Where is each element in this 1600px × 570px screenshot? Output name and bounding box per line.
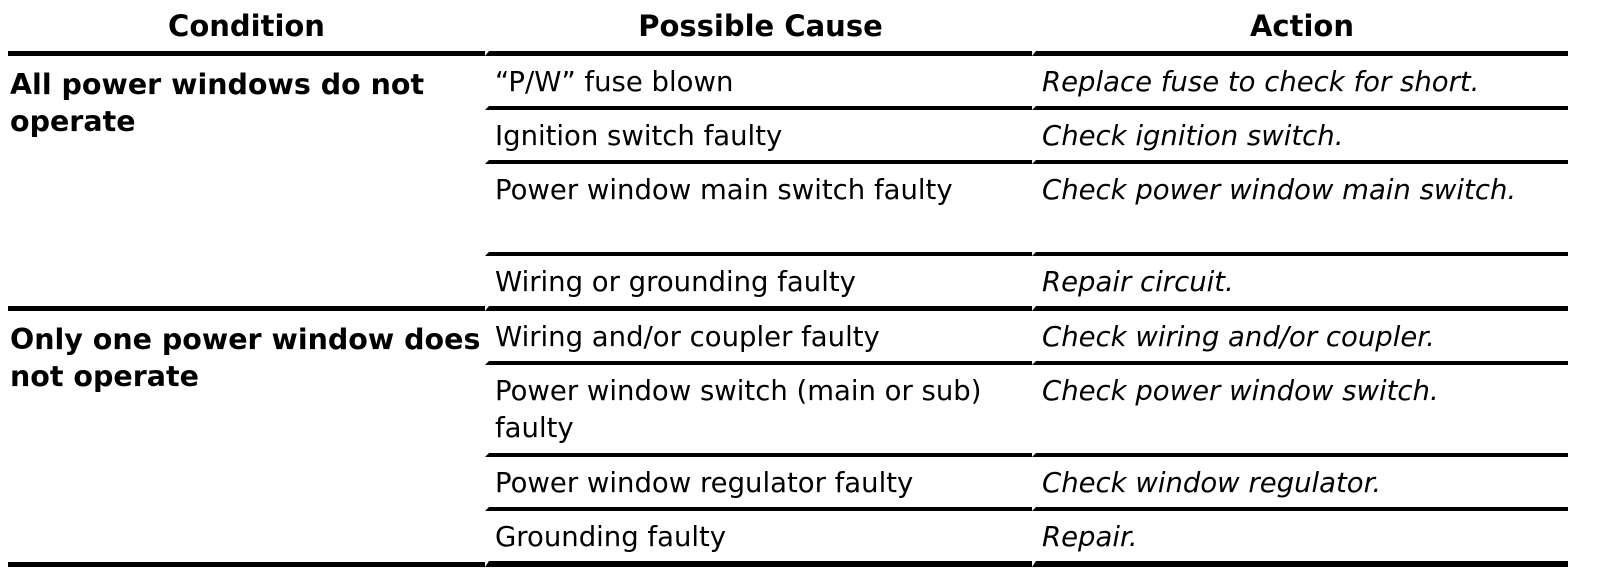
table-row: Ignition switch faulty Check ignition sw… [8, 110, 1568, 164]
condition-cell: Only one power window does not operate [8, 311, 485, 567]
cause-cell: Power window main switch faulty [485, 164, 1032, 256]
header-action: Action [1032, 0, 1568, 56]
cause-cell: Wiring and/or coupler faulty [485, 311, 1032, 365]
table-header-row: Condition Possible Cause Action [8, 0, 1568, 56]
troubleshooting-table: Condition Possible Cause Action All powe… [8, 0, 1568, 567]
cause-cell: Power window regulator faulty [485, 457, 1032, 511]
condition-cell: All power windows do not operate [8, 56, 485, 311]
action-cell: Check ignition switch. [1032, 110, 1568, 164]
action-cell: Check power window main switch. [1032, 164, 1568, 256]
action-cell: Check power window switch. [1032, 365, 1568, 457]
action-cell: Check wiring and/or coupler. [1032, 311, 1568, 365]
table-row: Grounding faulty Repair. [8, 511, 1568, 567]
table-row: Only one power window does not operate W… [8, 311, 1568, 567]
header-possible-cause: Possible Cause [485, 0, 1032, 56]
cause-cell: Power window switch (main or sub) faulty [485, 365, 1032, 457]
cause-cell: Ignition switch faulty [485, 110, 1032, 164]
action-cell: Replace fuse to check for short. [1032, 56, 1568, 110]
action-cell: Repair. [1032, 511, 1568, 567]
cause-cell: Grounding faulty [485, 511, 1032, 567]
cause-cell: “P/W” fuse blown [485, 56, 1032, 110]
table-row: All power windows do not operate “P/W” f… [8, 56, 1568, 311]
cause-cell: Wiring or grounding faulty [485, 256, 1032, 311]
table-row: Wiring or grounding faulty Repair circui… [8, 256, 1568, 311]
action-cell: Check window regulator. [1032, 457, 1568, 511]
table-row: Power window main switch faulty Check po… [8, 164, 1568, 256]
action-cell: Repair circuit. [1032, 256, 1568, 311]
table-row: Power window regulator faulty Check wind… [8, 457, 1568, 511]
table-row: Power window switch (main or sub) faulty… [8, 365, 1568, 457]
header-condition: Condition [8, 0, 485, 56]
